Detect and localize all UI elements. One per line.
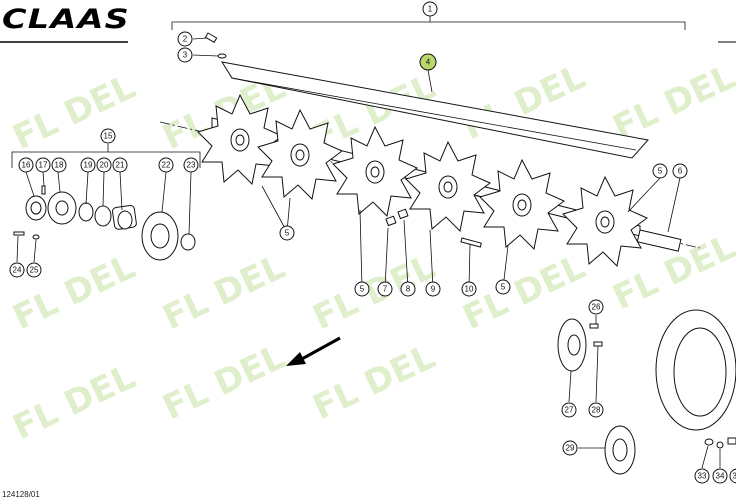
- sprocket-wheels: [197, 93, 648, 268]
- right-drive-group: [557, 309, 736, 475]
- svg-text:15: 15: [104, 132, 113, 141]
- callout-34: 34: [712, 468, 728, 484]
- watermark-text: FL DEL: [7, 67, 142, 158]
- callout-7: 7: [377, 281, 393, 297]
- svg-text:16: 16: [22, 161, 31, 170]
- svg-text:23: 23: [187, 161, 196, 170]
- svg-text:6: 6: [678, 167, 683, 176]
- callout-5: 5: [652, 163, 668, 179]
- callout-3: 3: [177, 47, 193, 63]
- svg-text:26: 26: [592, 303, 601, 312]
- callout-5: 5: [354, 281, 370, 297]
- callout-19: 19: [80, 157, 96, 173]
- callout-24: 24: [9, 262, 25, 278]
- star-wheel: [332, 125, 418, 218]
- direction-arrow: [286, 336, 341, 366]
- callout-1: 1: [422, 1, 438, 17]
- callout-23: 23: [183, 157, 199, 173]
- callout-10: 10: [461, 281, 477, 297]
- callout-9: 9: [425, 281, 441, 297]
- callout-33: 33: [694, 468, 710, 484]
- watermark-text: FL DEL: [607, 57, 736, 148]
- svg-text:33: 33: [698, 472, 707, 481]
- svg-text:27: 27: [565, 406, 574, 415]
- callout-29: 29: [562, 440, 578, 456]
- leader-lines: [16, 37, 721, 469]
- svg-text:34: 34: [716, 472, 725, 481]
- callout-16: 16: [18, 157, 34, 173]
- bracket-assembly-1: [171, 16, 686, 30]
- star-wheel: [405, 140, 491, 233]
- callout-27: 27: [561, 402, 577, 418]
- watermark-text: FL DEL: [307, 337, 442, 428]
- svg-text:5: 5: [285, 229, 290, 238]
- left-bearing-group: [11, 144, 201, 261]
- svg-text:22: 22: [162, 161, 171, 170]
- svg-text:CLAAS: CLAAS: [2, 4, 130, 35]
- svg-text:28: 28: [592, 406, 601, 415]
- star-wheel: [257, 108, 343, 201]
- svg-text:18: 18: [55, 161, 64, 170]
- star-wheel: [197, 93, 283, 186]
- watermark-text: FL DEL: [157, 337, 292, 428]
- star-wheel: [562, 175, 648, 268]
- callout-28: 28: [588, 402, 604, 418]
- svg-text:25: 25: [30, 266, 39, 275]
- watermark-layer: FL DEL FL DEL FL DEL FL DEL FL DEL FL DE…: [7, 57, 736, 448]
- svg-text:19: 19: [84, 161, 93, 170]
- star-wheel: [479, 158, 565, 251]
- svg-text:2: 2: [183, 35, 188, 44]
- callout-5: 5: [279, 225, 295, 241]
- svg-text:5: 5: [658, 167, 663, 176]
- svg-text:1: 1: [428, 5, 433, 14]
- svg-text:8: 8: [406, 285, 411, 294]
- svg-text:21: 21: [116, 161, 125, 170]
- watermark-text: FL DEL: [157, 247, 292, 338]
- callout-35: 35: [729, 468, 736, 484]
- svg-text:7: 7: [383, 285, 388, 294]
- watermark-text: FL DEL: [7, 247, 142, 338]
- svg-text:4: 4: [426, 58, 431, 67]
- callout-20: 20: [96, 157, 112, 173]
- svg-text:10: 10: [465, 285, 474, 294]
- callout-2: 2: [177, 31, 193, 47]
- callout-22: 22: [158, 157, 174, 173]
- svg-text:35: 35: [733, 472, 736, 481]
- svg-text:17: 17: [39, 161, 48, 170]
- svg-text:29: 29: [566, 444, 575, 453]
- callout-6: 6: [672, 163, 688, 179]
- claas-logo: CLAAS: [0, 4, 130, 43]
- callout-8: 8: [400, 281, 416, 297]
- watermark-text: FL DEL: [7, 357, 142, 448]
- callout-25: 25: [26, 262, 42, 278]
- callout-21: 21: [112, 157, 128, 173]
- callout-17: 17: [35, 157, 51, 173]
- svg-text:9: 9: [431, 285, 436, 294]
- figure-reference: 124128/01: [2, 490, 40, 499]
- svg-text:5: 5: [360, 285, 365, 294]
- cover-plate: [220, 61, 649, 159]
- callout-26: 26: [588, 299, 604, 315]
- callout-labels: 1 2 3 4 5 5 7 8 9 10 5 5 6 15 16 17 18 1…: [9, 1, 736, 484]
- svg-text:5: 5: [501, 283, 506, 292]
- svg-text:24: 24: [13, 266, 22, 275]
- callout-15: 15: [100, 128, 116, 144]
- callout-4-highlight: 4: [419, 53, 437, 71]
- fasteners: [204, 32, 482, 248]
- callout-18: 18: [51, 157, 67, 173]
- callout-5: 5: [495, 279, 511, 295]
- svg-text:20: 20: [100, 161, 109, 170]
- watermark-text: FL DEL: [307, 247, 442, 338]
- svg-text:3: 3: [183, 51, 188, 60]
